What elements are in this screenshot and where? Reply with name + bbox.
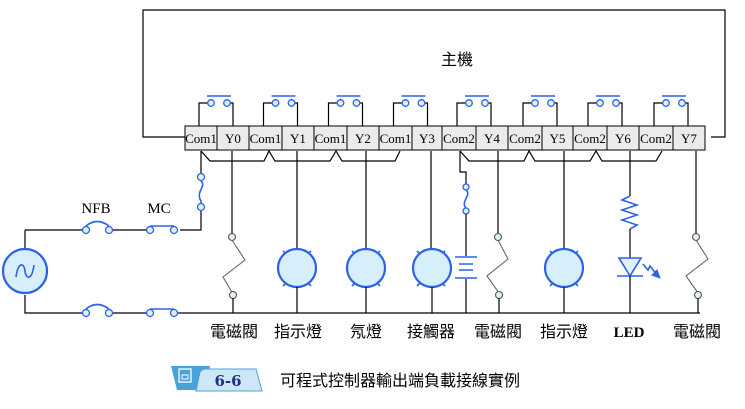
mc-label: MC — [147, 201, 170, 217]
fuse-1 — [198, 180, 204, 205]
load-y0-solenoid-valve — [222, 151, 246, 313]
relay-contact-y6 — [587, 95, 623, 126]
load-label-y2: 氖燈 — [350, 322, 382, 341]
terminal-y4-box — [475, 125, 509, 151]
load-y1-indicator-lamp — [276, 151, 318, 313]
relay-contact-y2 — [327, 95, 364, 126]
load-label-y6: LED — [614, 325, 645, 341]
load-label-y4: 電磁閥 — [474, 322, 522, 341]
led-icon — [617, 257, 643, 278]
terminal-y3-box — [411, 125, 443, 151]
terminal-label: Y4 — [484, 131, 500, 146]
terminal-label: Y0 — [225, 131, 241, 146]
figure-title: 可程式控制器輸出端負載接線實例 — [280, 371, 520, 390]
terminal-label: Com1 — [315, 131, 347, 146]
relay-contact-y7 — [653, 95, 689, 126]
main-unit-frame — [142, 9, 726, 138]
terminal-com1-box — [184, 125, 218, 151]
terminal-y5-box — [541, 125, 574, 151]
terminal-label: Y2 — [355, 131, 371, 146]
terminal-label: Y6 — [615, 131, 631, 146]
terminal-label: Com2 — [640, 131, 672, 146]
terminal-label: Com1 — [380, 131, 412, 146]
terminal-label: Y3 — [419, 131, 435, 146]
terminal-label: Com2 — [443, 131, 475, 146]
fuse-1-terminal-top — [196, 172, 206, 182]
terminal-com1-box — [378, 125, 413, 151]
com2-fuse-and-coil — [455, 151, 477, 313]
figure-number: 6-6 — [214, 372, 241, 390]
terminal-label: Y1 — [290, 131, 306, 146]
load-label-y3: 接觸器 — [407, 322, 455, 341]
relay-contact-y1 — [262, 95, 299, 126]
terminal-y0-box — [216, 125, 250, 151]
nfb-breaker-top — [81, 220, 114, 235]
terminal-com1-box — [313, 125, 348, 151]
nfb-breaker-bottom — [81, 303, 114, 318]
terminal-y2-box — [346, 125, 380, 151]
figure-badge — [195, 368, 263, 392]
relay-contact-y0 — [198, 95, 234, 126]
terminal-strip: Com1 Y0 Com1 Y1 Com1 Y2 Com1 Y3 Com2 Y4 Com2 Y5 Com2… — [184, 125, 706, 151]
mc-contact-bottom — [145, 308, 179, 318]
terminal-y7-box — [672, 125, 706, 151]
load-y5-indicator-lamp — [543, 151, 585, 313]
figure-icon — [178, 368, 192, 383]
load-labels: 電磁閥 指示燈 氖燈 接觸器 電磁閥 指示燈 LED 電磁閥 — [210, 322, 721, 341]
terminal-label: Com1 — [250, 131, 282, 146]
load-label-y0: 電磁閥 — [210, 322, 258, 341]
terminal-com2-box — [441, 125, 477, 151]
figure-caption: 6-6 可程式控制器輸出端負載接線實例 — [171, 366, 520, 392]
terminal-y6-box — [606, 125, 640, 151]
load-label-y1: 指示燈 — [274, 322, 322, 341]
loads — [222, 151, 709, 313]
load-y2-neon-lamp — [345, 151, 387, 313]
relay-contact-y4 — [456, 95, 492, 126]
mc-contact-top — [145, 225, 179, 235]
terminal-label: Y7 — [681, 131, 697, 146]
nfb-label: NFB — [81, 201, 110, 217]
terminal-com1-box — [248, 125, 283, 151]
main-unit-label: 主機 — [441, 50, 473, 69]
power-circuit: NFB MC — [1, 151, 700, 318]
terminal-label: Com2 — [574, 131, 606, 146]
load-y7-solenoid-valve — [685, 151, 709, 313]
terminal-label: Y5 — [550, 131, 566, 146]
terminal-com2-box — [572, 125, 608, 151]
load-y6-led — [617, 151, 661, 313]
load-y4-solenoid-valve — [486, 151, 509, 313]
load-y3-contactor-coil — [411, 151, 453, 313]
resistor-icon — [619, 195, 640, 230]
relay-contact-y5 — [522, 95, 558, 126]
load-label-y5: 指示燈 — [540, 322, 588, 341]
common-bus-wiring — [200, 149, 663, 162]
load-label-y7: 電磁閥 — [673, 322, 721, 341]
relay-contacts — [198, 95, 689, 126]
relay-contact-y3 — [392, 95, 429, 126]
terminal-label: Com1 — [185, 131, 217, 146]
ac-source-icon — [1, 247, 49, 295]
terminal-label: Com2 — [509, 131, 541, 146]
fuse-1-terminal-bottom — [196, 202, 206, 212]
